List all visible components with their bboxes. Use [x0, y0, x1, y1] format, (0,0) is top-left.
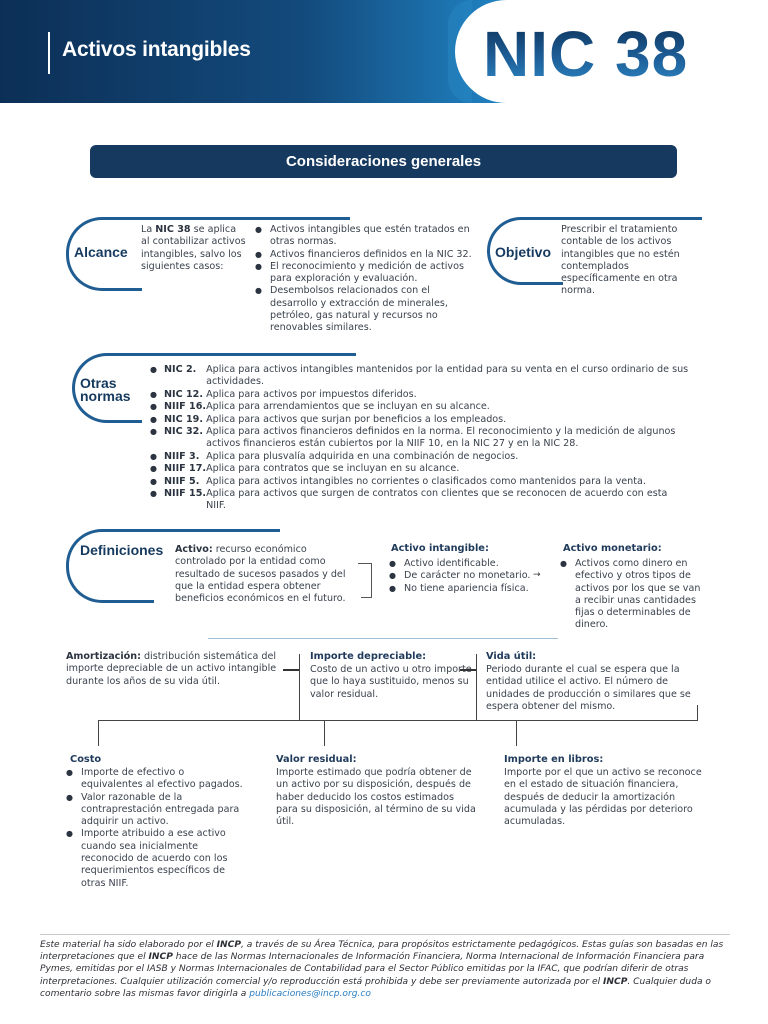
tree-connector [299, 654, 300, 720]
list-item: Importe de efectivo o equivalentes al ef… [66, 767, 248, 792]
table-row: NIIF 3.Aplica para plusvalía adquirida e… [150, 450, 690, 464]
tree-connector [324, 720, 325, 746]
objetivo-text: Prescribir el tratamiento contable de lo… [561, 224, 680, 297]
list-item: Activo identificable. [389, 558, 534, 571]
importe-libros-text: Importe por el que un activo se reconoce… [504, 767, 702, 828]
list-item: De carácter no monetario. [389, 570, 534, 583]
definiciones-top-line [104, 529, 280, 532]
alcance-intro: La NIC 38 se aplica al contabilizar acti… [141, 224, 246, 272]
connector-line [460, 669, 476, 671]
otras-normas-bracket [72, 353, 142, 423]
importe-libros-title: Importe en libros: [504, 754, 604, 765]
connector-line [283, 669, 299, 671]
valor-residual-title: Valor residual: [276, 754, 357, 765]
footer-disclaimer: Este material ha sido elaborado por el I… [40, 940, 724, 999]
standard-code: NIIF 3. [150, 451, 206, 464]
tree-connector [516, 720, 517, 746]
vida-util-title: Vida útil: [486, 651, 537, 662]
footer-divider [40, 934, 730, 935]
list-item: Desembolsos relacionados con el desarrol… [255, 285, 480, 334]
table-row: NIC 32.Aplica para activos financieros d… [150, 426, 690, 451]
activo-intangible-title: Activo intangible: [391, 543, 489, 554]
table-row: NIC 19.Aplica para activos que surjan po… [150, 413, 690, 427]
activo-monetario-list: Activos como dinero en efectivo y otros … [560, 558, 705, 632]
table-row: NIIF 17.Aplica para contratos que se inc… [150, 463, 690, 476]
arrow-right-icon: → [533, 570, 541, 580]
email-link[interactable]: publicaciones@incp.org.co [249, 988, 371, 999]
otras-normas-top-line [108, 353, 356, 356]
list-item: Activos intangibles que estén tratados e… [255, 224, 480, 249]
table-row: NIIF 15.Aplica para activos que surgen d… [150, 488, 690, 513]
other-standards-table: NIC 2.Aplica para activos intangibles ma… [150, 364, 690, 513]
costo-title: Costo [70, 754, 102, 765]
list-item: No tiene apariencia física. [389, 583, 534, 596]
standard-code: NIC 12. [150, 389, 206, 402]
table-row: NIIF 5.Aplica para activos intangibles n… [150, 475, 690, 489]
tree-connector [476, 654, 477, 720]
standard-description: Aplica para plusvalía adquirida en una c… [206, 450, 519, 462]
header-white-panel [455, 0, 768, 103]
table-row: NIC 2.Aplica para activos intangibles ma… [150, 364, 690, 389]
section-banner: Consideraciones generales [90, 145, 677, 178]
standard-description: Aplica para arrendamientos que se incluy… [206, 401, 490, 413]
list-item: Importe atribuido a ese activo cuando se… [66, 828, 248, 889]
importe-depreciable-text: Costo de un activo u otro importe que lo… [310, 664, 472, 700]
page-title: Activos intangibles [62, 38, 251, 61]
definiciones-label: Definiciones [80, 542, 164, 558]
definiciones-bracket [66, 529, 154, 603]
standard-description: Aplica para activos por impuestos diferi… [206, 388, 417, 400]
header-divider [48, 32, 50, 74]
standard-code: NIC 32. [150, 426, 206, 451]
alcance-top-line [104, 217, 350, 220]
tree-connector [98, 720, 99, 746]
list-item: Activos financieros definidos en la NIC … [255, 249, 480, 262]
connector-line [371, 563, 372, 598]
valor-residual-text: Importe estimado que podría obtener de u… [276, 767, 476, 828]
tree-connector [697, 705, 698, 721]
list-item: Activos como dinero en efectivo y otros … [560, 558, 705, 632]
list-item: Valor razonable de la contraprestación e… [66, 792, 248, 829]
alcance-exceptions-list: Activos intangibles que estén tratados e… [255, 224, 480, 335]
connector-line [361, 597, 372, 598]
standard-code: NIIF 5. [150, 476, 206, 489]
table-row: NIC 12.Aplica para activos por impuestos… [150, 388, 690, 402]
standard-description: Aplica para activos financieros definido… [206, 426, 676, 450]
standard-code: NIIF 16. [150, 401, 206, 414]
activo-intangible-list: Activo identificable. De carácter no mon… [389, 558, 534, 595]
objetivo-label: Objetivo [495, 244, 552, 260]
standard-description: Aplica para activos intangibles mantenid… [206, 364, 689, 388]
standard-description: Aplica para activos intangibles no corri… [206, 475, 646, 487]
connector-line [358, 563, 372, 564]
standard-description: Aplica para activos que surgen de contra… [206, 488, 668, 512]
standard-code: NIIF 15. [150, 488, 206, 513]
table-row: NIIF 16.Aplica para arrendamientos que s… [150, 401, 690, 414]
importe-depreciable-title: Importe depreciable: [310, 651, 427, 662]
separator-line [208, 638, 558, 639]
activo-definition: Activo: recurso económico controlado por… [175, 544, 346, 605]
standard-title: NIC 38 [483, 18, 689, 90]
standard-code: NIC 19. [150, 414, 206, 427]
tree-connector [98, 720, 698, 721]
objetivo-top-line [522, 217, 702, 220]
activo-monetario-title: Activo monetario: [563, 543, 662, 554]
alcance-label: Alcance [74, 244, 128, 260]
vida-util-text: Periodo durante el cual se espera que la… [486, 664, 691, 712]
standard-code: NIC 2. [150, 364, 206, 389]
standard-code: NIIF 17. [150, 463, 206, 476]
list-item: El reconocimiento y medición de activos … [255, 261, 480, 286]
amortizacion-definition: Amortización: distribución sistemática d… [66, 651, 277, 687]
costo-list: Importe de efectivo o equivalentes al ef… [66, 767, 248, 890]
standard-description: Aplica para contratos que se incluyan en… [206, 463, 460, 475]
standard-description: Aplica para activos que surjan por benef… [206, 413, 507, 425]
